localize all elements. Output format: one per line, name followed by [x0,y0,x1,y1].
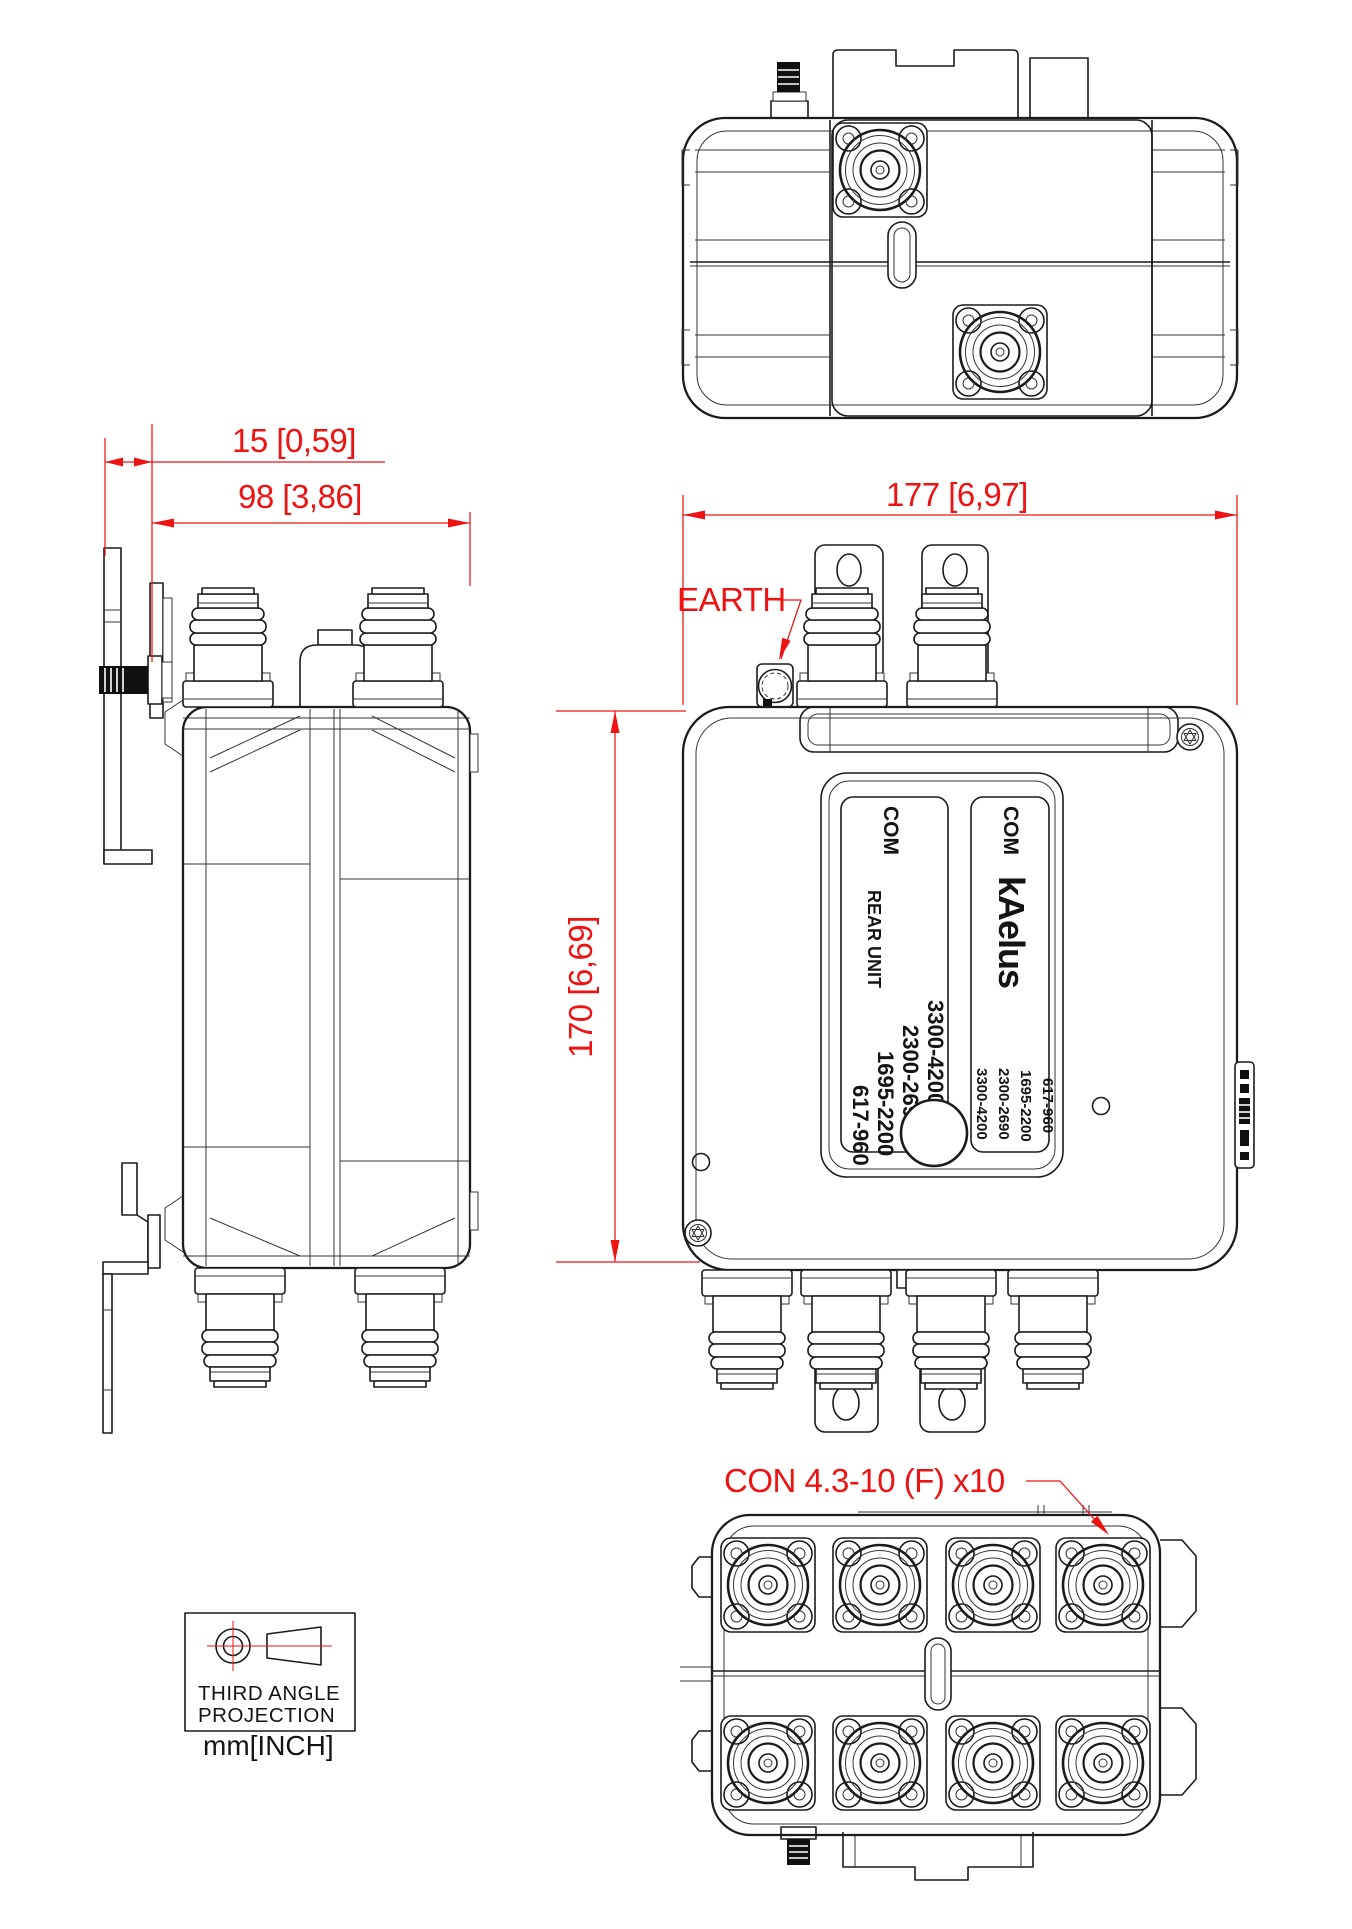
bottom-flange-4 [1054,1536,1152,1634]
left-label-com: COM [879,806,902,855]
earth-stud-front [756,663,794,708]
bottom-view-fins [680,1539,1197,1796]
projection-box: THIRD ANGLE PROJECTION mm[INCH] [184,1612,356,1761]
right-label-band-2: 2300-2690 [995,1068,1012,1140]
earth-callout: EARTH [677,581,802,660]
label-recess [820,772,1064,1178]
bottom-flange-3 [944,1536,1042,1634]
top-view-mount-plate-2 [1029,57,1089,119]
connector-callout-text: CON 4.3-10 (F) x10 [724,1462,1005,1499]
dimensions: 15 [0,59] 98 [3,86] 177 [6,97] 170 [6,6 [104,422,1238,1263]
projection-text-line1: THIRD ANGLE [198,1682,340,1705]
right-label-band-4: 617-960 [1039,1078,1056,1133]
top-view-body [681,116,1239,420]
earth-stud-bottom [780,1826,817,1865]
front-top-rail [799,706,1179,753]
top-view-mount-plate [832,49,1019,118]
rear-unit-label: COM REAR UNIT 3300-4200 2300-2690 1695-2… [840,796,949,1166]
side-view [99,547,479,1434]
small-screw-left [691,1152,711,1172]
side-connector-bottom-2 [354,1267,446,1388]
dim-text-98: 98 [3,86] [238,478,362,515]
kaelus-logo: kAelus [991,876,1032,988]
certification-label [1234,1061,1255,1169]
top-connector-flange-2 [951,303,1049,401]
right-label-band-1: 3300-4200 [973,1068,990,1140]
dim-text-15: 15 [0,59] [232,422,356,459]
bottom-flange-8 [1054,1714,1152,1812]
dim-depth: 98 [3,86] [152,478,471,586]
top-view [681,49,1239,420]
left-label-title: REAR UNIT [864,890,884,988]
side-connector-top-1 [182,587,274,708]
brand-label: COM kAelus 3300-4200 2300-2690 1695-2200… [970,796,1056,1153]
mounting-bracket-lower [102,1162,161,1434]
right-label-com: COM [999,806,1022,855]
front-view-body [681,705,1239,1272]
earth-stud-side [99,655,173,705]
left-label-band-4: 617-960 [848,1085,873,1166]
lid-screw-bottom-left [684,1219,712,1247]
bottom-rear-tab [842,1832,1034,1881]
dim-text-170: 170 [6,69] [562,916,599,1058]
front-connector-bottom-1 [701,1269,793,1390]
barcode [1239,1098,1250,1124]
side-view-body [181,705,472,1270]
dim-width: 177 [6,97] [682,476,1238,705]
small-screw-right [1091,1096,1111,1116]
dim-text-177: 177 [6,97] [886,476,1028,513]
side-connector-top-2 [352,587,444,708]
right-label-band-3: 1695-2200 [1017,1070,1034,1142]
front-port-hole [899,1098,969,1168]
projection-text-line2: PROJECTION [198,1704,335,1727]
callouts: EARTH CON 4.3-10 (F) x10 [677,581,1109,1535]
lid-screw-top-right [1176,723,1204,751]
side-connector-bottom-1 [194,1267,286,1388]
top-view-ribs [695,149,1225,358]
side-view-panel-lines [164,699,470,1266]
bottom-flange-7 [944,1714,1042,1812]
bottom-flange-6 [831,1714,929,1812]
bottom-flange-5 [719,1714,817,1812]
left-label-band-1: 3300-4200 [923,1000,948,1105]
earth-callout-text: EARTH [677,581,786,618]
projection-symbol [207,1621,332,1671]
bottom-view [680,1505,1197,1881]
top-view-slot [887,221,917,289]
left-label-band-3: 1695-2200 [873,1051,898,1156]
bottom-flange-1 [719,1536,817,1634]
dim-bracket-offset: 15 [0,59] [104,422,385,662]
units-note: mm[INCH] [203,1730,334,1761]
mounting-bracket-upper [103,547,173,865]
front-connector-bottom-4 [1007,1269,1099,1390]
front-view: COM REAR UNIT 3300-4200 2300-2690 1695-2… [681,544,1255,1433]
bottom-view-body [710,1513,1162,1837]
earth-stud-top [770,62,809,119]
connector-callout: CON 4.3-10 (F) x10 [724,1462,1109,1535]
ce-mark [1240,1070,1249,1079]
dim-height: 170 [6,69] [556,710,700,1263]
bottom-flange-2 [831,1536,929,1634]
top-connector-flange-1 [831,121,929,219]
